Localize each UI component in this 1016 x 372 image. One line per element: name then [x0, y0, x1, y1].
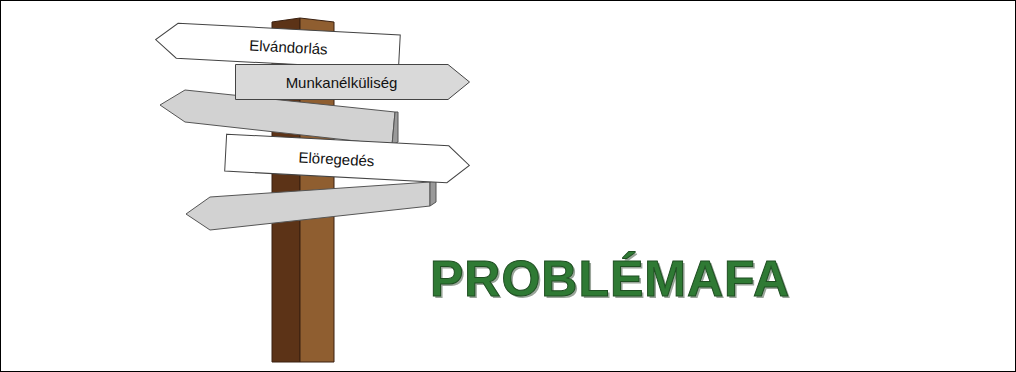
sign-outline: [225, 134, 471, 184]
diagram-title: PROBLÉMAFA: [430, 250, 790, 308]
sign-label: Munkanélküliség: [286, 74, 398, 91]
sign-edge: [392, 112, 398, 145]
sign-edge: [430, 180, 436, 206]
blank-sign: [186, 182, 430, 230]
sign-outline: [236, 65, 470, 100]
sign-outline: [155, 22, 400, 70]
direction-sign: Munkanélküliség: [235, 64, 470, 100]
